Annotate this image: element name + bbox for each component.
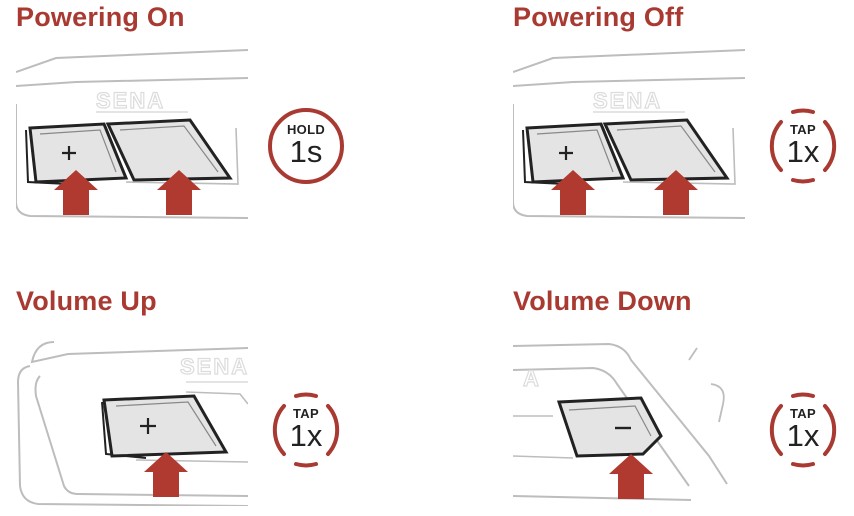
device-illustration: SENA [16,49,248,219]
press-arrow-icon [157,170,201,215]
badge-value: 1s [289,134,323,169]
panel-title: Powering On [16,2,185,32]
plus-key [102,394,229,458]
sena-logo: SENA [593,88,662,113]
plus-icon [62,146,76,160]
panel-powering-on: Powering On SENA HOLD 1s [16,2,416,232]
hold-1s-badge: HOLD 1s [266,106,346,186]
plus-key [28,122,129,184]
center-key [602,118,730,182]
plus-key [525,122,626,184]
badge-value: 1x [786,418,820,453]
tap-1x-badge: TAP 1x [266,390,346,470]
sena-logo: SENA [180,354,248,379]
press-arrow-icon [609,454,653,499]
plus-icon [140,418,156,434]
device-illustration: SENA [16,341,248,506]
panel-volume-up: Volume Up SENA TAP 1x [16,286,416,516]
device-illustration: A [513,342,728,501]
badge-label: TAP [790,406,816,421]
badge-label: HOLD [286,122,326,137]
badge-label: TAP [790,122,816,137]
badge-value: 1x [289,418,323,453]
panel-title: Volume Up [16,286,157,316]
tap-1x-badge: TAP 1x [763,390,843,470]
panel-title: Volume Down [513,286,692,316]
panel-powering-off: Powering Off SENA TAP 1x [513,2,854,232]
press-arrow-icon [551,170,595,215]
plus-icon [559,146,573,160]
badge-label: TAP [293,406,319,421]
panel-title: Powering Off [513,2,684,32]
press-arrow-icon [144,452,188,497]
badge-value: 1x [786,134,820,169]
center-key [105,118,233,182]
press-arrow-icon [54,170,98,215]
sena-logo-partial: A [523,366,539,391]
device-illustration: SENA [513,49,745,219]
minus-key [556,396,663,458]
press-arrow-icon [654,170,698,215]
tap-1x-badge: TAP 1x [763,106,843,186]
sena-logo: SENA [96,88,165,113]
panel-volume-down: Volume Down A TAP 1x [513,286,854,516]
